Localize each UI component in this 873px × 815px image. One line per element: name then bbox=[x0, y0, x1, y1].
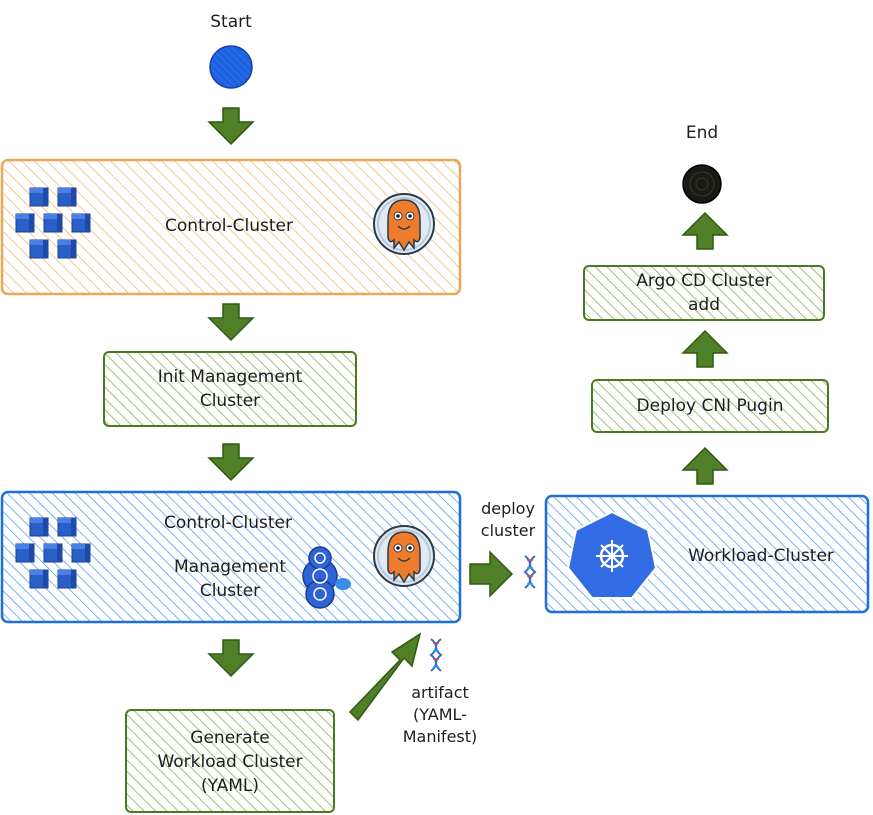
argo-cluster-line-1: Argo CD Cluster bbox=[636, 271, 772, 291]
arrow-workload-to-cni bbox=[682, 447, 728, 485]
end-node bbox=[682, 164, 722, 204]
init-management-line-2: Cluster bbox=[199, 391, 261, 411]
generate-workload-box bbox=[125, 709, 335, 813]
argo-octopus-icon bbox=[373, 193, 435, 255]
dna-artifact-icon-2 bbox=[430, 638, 442, 672]
arrow-artifact-up bbox=[348, 632, 422, 722]
argo-octopus-icon-2 bbox=[373, 525, 435, 587]
start-node bbox=[209, 45, 253, 89]
deploy-cluster-label: deploy cluster bbox=[458, 498, 558, 542]
argo-cluster-line-2: add bbox=[688, 295, 720, 315]
arrow-argo-to-end bbox=[682, 212, 728, 250]
arrow-cni-to-argo bbox=[682, 330, 728, 368]
artifact-line-1: artifact bbox=[411, 683, 469, 702]
control-cluster-box bbox=[0, 158, 462, 296]
workload-cluster-label: Workload-Cluster bbox=[688, 546, 834, 566]
argo-cluster-add-box bbox=[583, 265, 825, 321]
artifact-label: artifact (YAML- Manifest) bbox=[390, 682, 490, 748]
management-line-2: Cluster bbox=[199, 581, 261, 601]
management-cluster-label: Management Cluster bbox=[130, 555, 330, 603]
argo-cluster-add-label: Argo CD Cluster add bbox=[584, 269, 824, 317]
start-label: Start bbox=[210, 12, 252, 32]
generate-line-1: Generate bbox=[190, 728, 270, 748]
generate-workload-label: Generate Workload Cluster (YAML) bbox=[126, 726, 334, 798]
control-cluster-label: Control-Cluster bbox=[165, 216, 293, 236]
generate-line-3: (YAML) bbox=[200, 776, 260, 796]
init-management-box bbox=[103, 351, 357, 427]
management-line-1: Management bbox=[174, 557, 286, 577]
dna-artifact-icon bbox=[524, 555, 536, 589]
control-cluster-mid-label: Control-Cluster bbox=[164, 513, 292, 533]
arrow-init-to-management bbox=[208, 443, 254, 481]
artifact-line-3: Manifest) bbox=[402, 727, 478, 746]
cluster-api-turtle-icon bbox=[302, 546, 351, 609]
arrow-deploy-right bbox=[469, 550, 514, 598]
deploy-cni-box bbox=[591, 379, 829, 433]
init-management-line-1: Init Management bbox=[157, 367, 303, 387]
generate-line-2: Workload Cluster bbox=[157, 752, 303, 772]
arrow-management-to-generate bbox=[208, 639, 254, 677]
init-management-label: Init Management Cluster bbox=[104, 365, 356, 413]
arrow-control-to-init bbox=[208, 303, 254, 341]
deploy-cluster-line-1: deploy bbox=[481, 499, 535, 518]
arrow-start-to-control bbox=[208, 107, 254, 145]
end-label: End bbox=[685, 123, 719, 143]
deploy-cluster-line-2: cluster bbox=[480, 521, 536, 540]
artifact-line-2: (YAML- bbox=[413, 705, 467, 724]
deploy-cni-label: Deploy CNI Pugin bbox=[636, 396, 784, 416]
kubernetes-icon bbox=[566, 510, 658, 599]
